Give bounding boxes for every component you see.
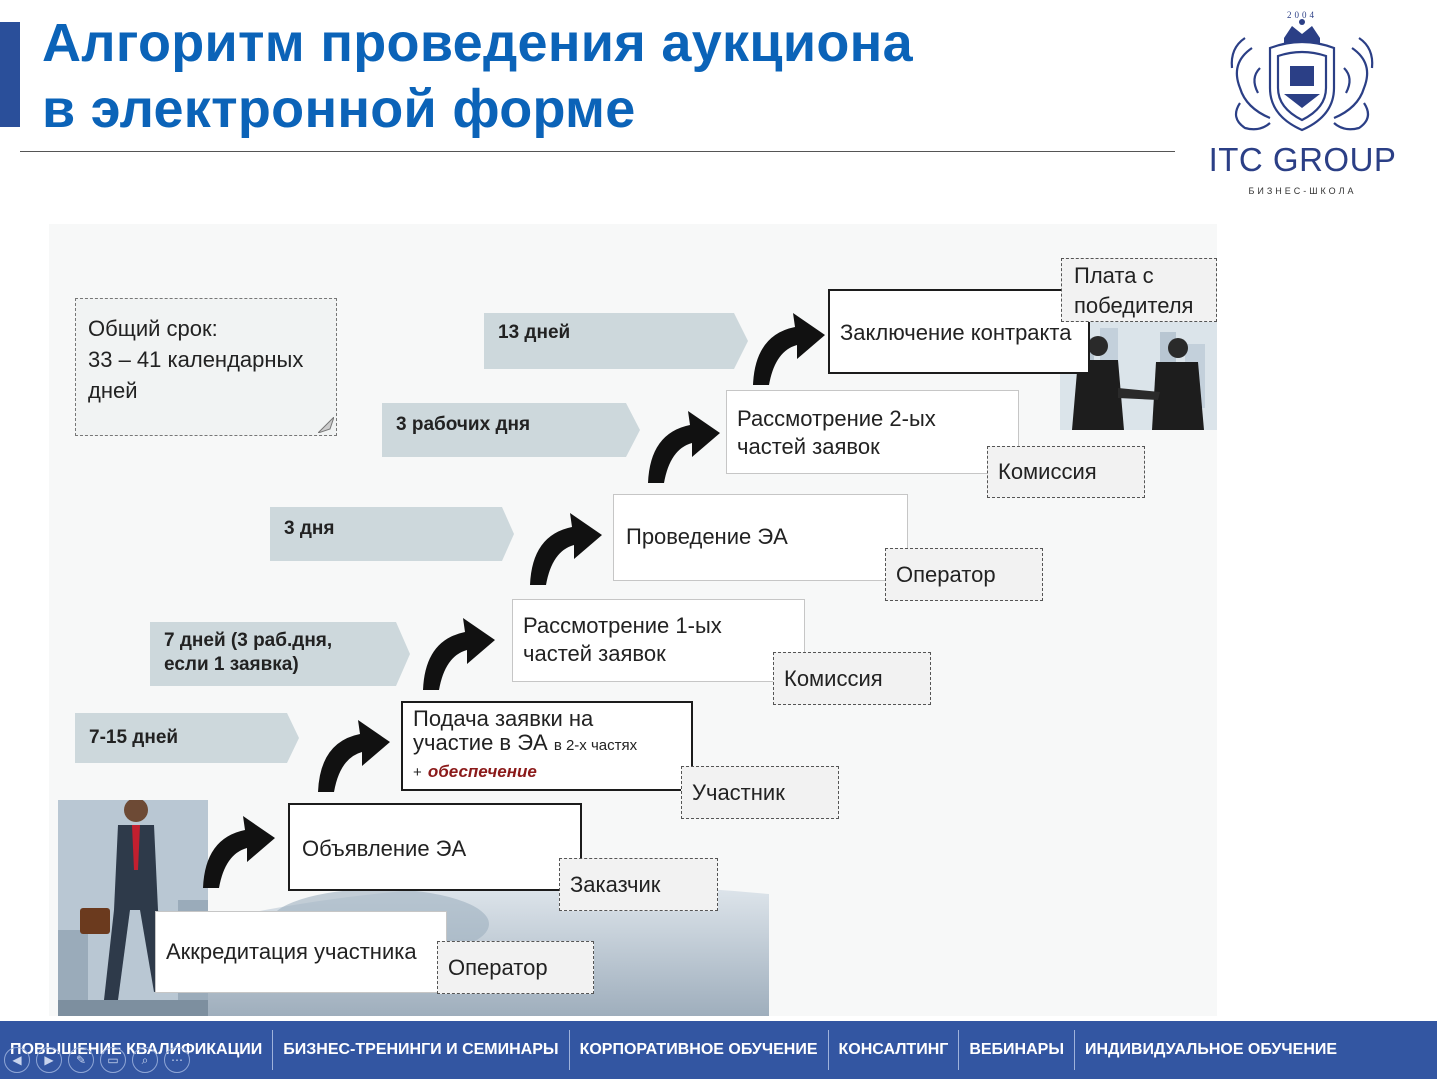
footer-link[interactable]: КОНСАЛТИНГ [838, 1041, 949, 1058]
role-operator-accreditation: Оператор [437, 941, 594, 994]
step-label: Рассмотрение 2-ых частей заявок [737, 406, 936, 459]
note-line-3: дней [88, 378, 138, 403]
title-line-1: Алгоритм проведения аукциона [42, 13, 913, 73]
step-accreditation: Аккредитация участника [155, 911, 447, 993]
step-label: Рассмотрение 1-ых частей заявок [523, 613, 722, 666]
duration-label: 3 рабочих дня [396, 414, 531, 435]
duration-3-days: 3 дня [270, 507, 514, 561]
security-text: обеспечение [427, 762, 537, 781]
footer-link[interactable]: КОРПОРАТИВНОЕ ОБУЧЕНИЕ [579, 1041, 818, 1058]
step-review-second-parts: Рассмотрение 2-ых частей заявок [726, 390, 1019, 474]
curved-arrow-icon [648, 411, 720, 483]
duration-7-days: 7 дней (3 раб.дня, если 1 заявка) [150, 622, 410, 686]
title-divider [20, 151, 1175, 152]
step-announcement: Объявление ЭА [288, 803, 582, 891]
note-line-2: 33 – 41 календарных [88, 347, 304, 372]
step-label: Подача заявки на участие в ЭА в 2-х част… [413, 706, 638, 782]
footer-separator [958, 1030, 960, 1070]
role-operator-auction: Оператор [885, 548, 1043, 601]
footer-link[interactable]: ИНДИВИДУАЛЬНОЕ ОБУЧЕНИЕ [1084, 1041, 1338, 1058]
footer-separator [568, 1030, 570, 1070]
step-label: Проведение ЭА [626, 524, 788, 549]
logo-subtitle: БИЗНЕС-ШКОЛА [1248, 186, 1357, 196]
duration-13-days: 13 дней [484, 313, 748, 369]
itc-group-logo: 2004 ITC GROUP БИЗНЕС-ШКОЛА [1200, 8, 1405, 196]
total-term-note: Общий срок: 33 – 41 календарных дней [75, 298, 337, 436]
pen-icon[interactable]: ✎ [68, 1047, 94, 1073]
footer-link[interactable]: ВЕБИНАРЫ [969, 1041, 1064, 1058]
role-participant: Участник [681, 766, 839, 819]
curved-arrow-icon [318, 720, 390, 792]
role-winner-payment: Плата с победителя [1061, 258, 1217, 322]
slide-nav-controls: ◀ ▶ ✎ ▭ ⌕ ⋯ [4, 1047, 190, 1073]
step-label: Заключение контракта [840, 320, 1072, 345]
curved-arrow-icon [423, 618, 495, 690]
duration-label: 7-15 дней [89, 727, 179, 748]
more-icon[interactable]: ⋯ [164, 1047, 190, 1073]
duration-label: 7 дней (3 раб.дня, если 1 заявка) [164, 630, 333, 675]
previous-icon[interactable]: ◀ [4, 1047, 30, 1073]
step-label: Объявление ЭА [302, 836, 467, 861]
duration-7-15-days: 7-15 дней [75, 713, 299, 763]
logo-year: 2004 [1287, 10, 1317, 20]
footer-link[interactable]: БИЗНЕС-ТРЕНИНГИ И СЕМИНАРЫ [283, 1041, 559, 1058]
duration-label: 3 дня [284, 518, 335, 539]
step-label: Аккредитация участника [166, 939, 417, 964]
note-fold-icon [318, 417, 334, 433]
curved-arrow-icon [753, 313, 825, 385]
next-icon[interactable]: ▶ [36, 1047, 62, 1073]
curved-arrow-icon [203, 816, 275, 888]
crest-icon: 2004 [1230, 10, 1374, 132]
businessman-image [58, 800, 208, 1016]
role-commission-1: Комиссия [773, 652, 931, 705]
zoom-icon[interactable]: ⌕ [132, 1047, 158, 1073]
note-line-1: Общий срок: [88, 316, 218, 341]
role-commission-2: Комиссия [987, 446, 1145, 498]
curved-arrow-icon [530, 513, 602, 585]
step-review-first-parts: Рассмотрение 1-ых частей заявок [512, 599, 805, 682]
left-accent-bar [0, 22, 20, 127]
step-auction: Проведение ЭА [613, 494, 908, 581]
role-customer: Заказчик [559, 858, 718, 911]
title-line-2: в электронной форме [42, 79, 636, 139]
slide-title: Алгоритм проведения аукциона в электронн… [42, 10, 913, 142]
duration-label: 13 дней [498, 322, 571, 343]
footer-separator [827, 1030, 829, 1070]
slides-icon[interactable]: ▭ [100, 1047, 126, 1073]
step-contract: Заключение контракта [828, 289, 1090, 374]
footer-separator [1073, 1030, 1075, 1070]
logo-name: ITC GROUP [1208, 141, 1397, 178]
step-application: Подача заявки на участие в ЭА в 2-х част… [401, 701, 693, 791]
duration-3-working-days: 3 рабочих дня [382, 403, 640, 457]
footer-separator [272, 1030, 274, 1070]
